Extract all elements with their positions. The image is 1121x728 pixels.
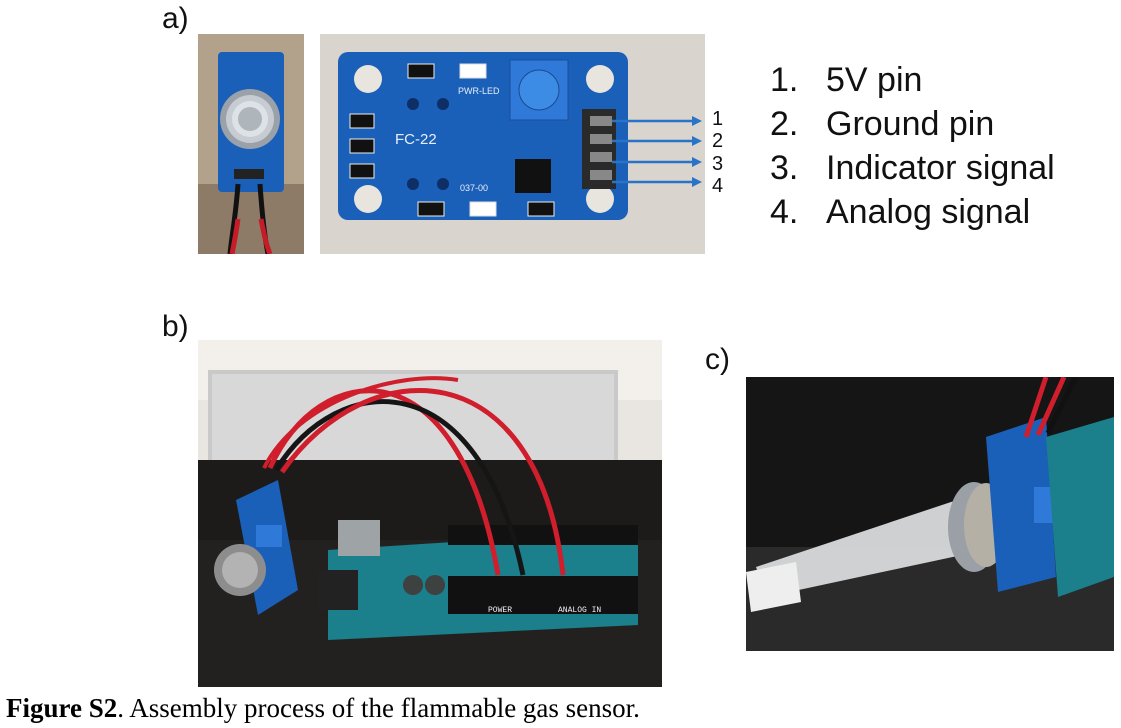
legend-item: 1. 5V pin <box>770 58 1055 102</box>
panel-label-b: b) <box>162 310 189 343</box>
silk-pwr-led: PWR-LED <box>458 86 500 96</box>
legend-item: 2. Ground pin <box>770 102 1055 146</box>
panel-label-c: c) <box>705 343 730 376</box>
legend-text: Analog signal <box>826 193 1031 231</box>
silk-chip-code: 037-00 <box>460 183 488 193</box>
pin-number-4: 4 <box>712 175 724 197</box>
arduino-analog-label: ANALOG IN <box>558 606 601 615</box>
legend-text: Indicator signal <box>826 149 1055 187</box>
pin-legend: 1. 5V pin 2. Ground pin 3. Indicator signal… <box>770 58 1055 234</box>
panel-label-a: a) <box>162 2 189 35</box>
pin-number-1: 1 <box>712 108 724 130</box>
sensor-front-photo <box>198 34 304 254</box>
sensor-tip-photo <box>746 377 1114 651</box>
legend-num: 1. <box>770 61 799 99</box>
sensor-board-photo: FC-22 PWR-LED 037-00 <box>320 34 705 254</box>
legend-text: 5V pin <box>826 61 923 99</box>
arduino-illustration: POWER ANALOG IN <box>198 340 662 687</box>
legend-item: 4. Analog signal <box>770 190 1055 234</box>
arduino-assembly-photo: POWER ANALOG IN <box>198 340 662 687</box>
pin-number-2: 2 <box>712 130 724 152</box>
legend-item: 3. Indicator signal <box>770 146 1055 190</box>
caption-text: . Assembly process of the flammable gas … <box>117 693 640 723</box>
legend-num: 2. <box>770 105 799 143</box>
pin-number-3: 3 <box>712 153 724 175</box>
arduino-power-label: POWER <box>488 606 512 615</box>
board-illustration: FC-22 PWR-LED 037-00 <box>320 34 705 254</box>
legend-num: 3. <box>770 149 799 187</box>
legend-text: Ground pin <box>826 105 995 143</box>
sensor-tip-illustration <box>746 377 1114 651</box>
silk-fc22: FC-22 <box>395 131 437 148</box>
caption-label: Figure S2 <box>6 693 118 723</box>
sensor-front-illustration <box>198 34 304 254</box>
legend-num: 4. <box>770 193 799 231</box>
figure-caption: Figure S2. Assembly process of the flamm… <box>6 693 640 724</box>
